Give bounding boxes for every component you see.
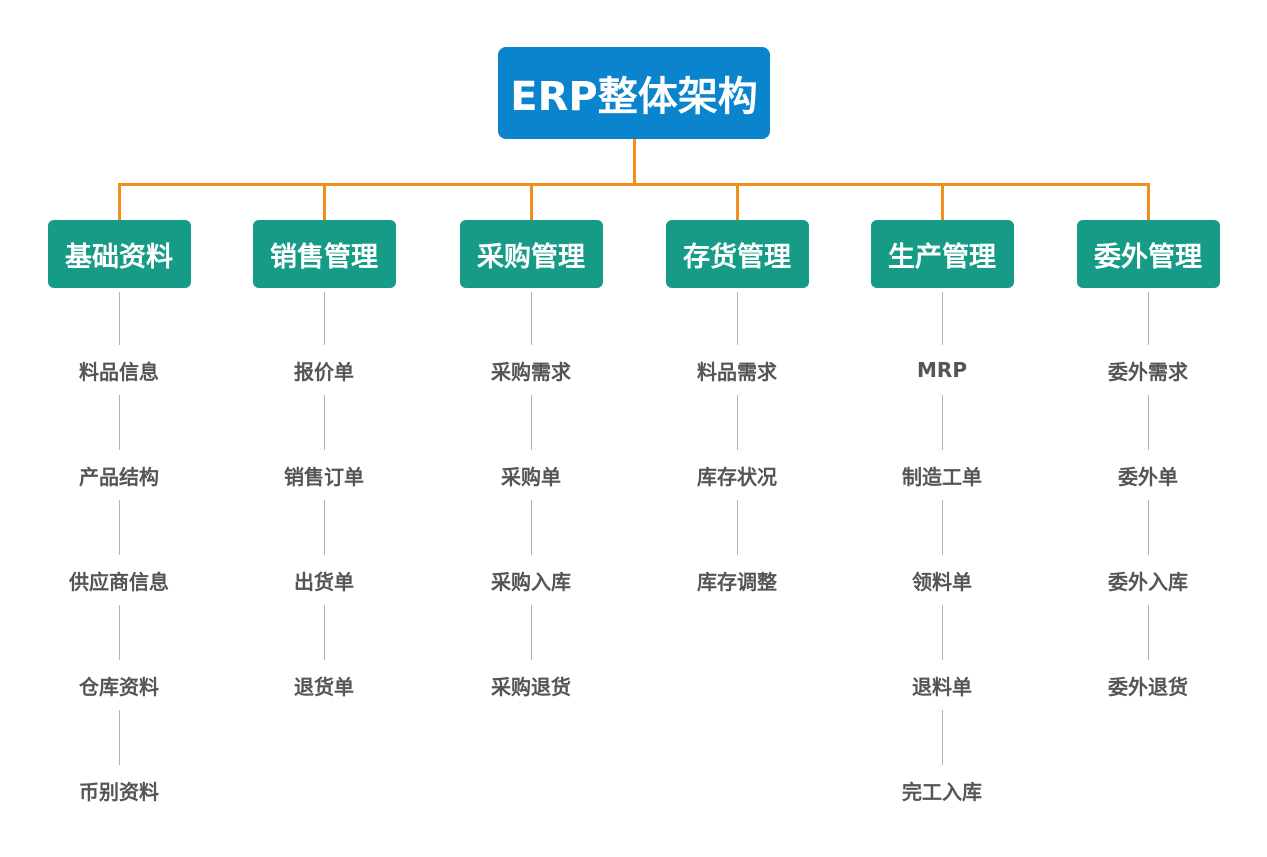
- item-connector-line: [942, 395, 943, 450]
- connector-drop-4: [941, 183, 944, 221]
- item-connector-line: [119, 500, 120, 555]
- item-connector-line: [324, 605, 325, 660]
- item-connector-line: [324, 395, 325, 450]
- category-label: 采购管理: [477, 241, 585, 273]
- list-item: 委外需求: [1108, 359, 1188, 384]
- list-item: 币别资料: [79, 779, 159, 804]
- connector-horizontal-bar: [118, 183, 1150, 186]
- category-node: 基础资料: [47, 220, 191, 288]
- list-item: 供应商信息: [69, 569, 169, 594]
- list-item: 料品信息: [79, 359, 159, 384]
- category-node: 存货管理: [665, 220, 809, 288]
- item-connector-line: [119, 395, 120, 450]
- item-connector-line: [531, 395, 532, 450]
- list-item: 库存状况: [697, 464, 777, 489]
- list-item: 销售订单: [284, 464, 364, 489]
- list-item: 报价单: [294, 359, 354, 384]
- item-connector-line: [119, 710, 120, 765]
- list-item: 产品结构: [79, 464, 159, 489]
- category-label: 委外管理: [1094, 241, 1202, 273]
- connector-drop-0: [118, 183, 121, 221]
- item-connector-line: [942, 292, 943, 345]
- item-connector-line: [942, 710, 943, 765]
- item-connector-line: [1148, 395, 1149, 450]
- category-label: 销售管理: [270, 241, 378, 273]
- item-connector-line: [1148, 605, 1149, 660]
- list-item: 仓库资料: [79, 674, 159, 699]
- list-item: 委外入库: [1108, 569, 1188, 594]
- item-connector-line: [942, 500, 943, 555]
- item-connector-line: [942, 605, 943, 660]
- list-item: 采购单: [501, 464, 561, 489]
- list-item: 退料单: [912, 674, 972, 699]
- item-connector-line: [1148, 500, 1149, 555]
- list-item: 库存调整: [697, 569, 777, 594]
- item-connector-line: [324, 500, 325, 555]
- item-connector-line: [737, 292, 738, 345]
- list-item: 退货单: [294, 674, 354, 699]
- category-label: 存货管理: [683, 241, 791, 273]
- item-connector-line: [1148, 292, 1149, 345]
- item-connector-line: [531, 500, 532, 555]
- connector-drop-5: [1147, 183, 1150, 221]
- list-item: 委外单: [1118, 464, 1178, 489]
- connector-drop-2: [530, 183, 533, 221]
- list-item: 委外退货: [1108, 674, 1188, 699]
- list-item: MRP: [917, 358, 967, 382]
- list-item: 采购退货: [491, 674, 571, 699]
- item-connector-line: [531, 292, 532, 345]
- list-item: 出货单: [294, 569, 354, 594]
- list-item: 料品需求: [697, 359, 777, 384]
- category-node: 生产管理: [870, 220, 1014, 288]
- category-label: 生产管理: [888, 241, 996, 273]
- root-title: ERP整体架构: [510, 74, 758, 120]
- root-node-erp: ERP整体架构: [498, 47, 770, 139]
- list-item: 采购入库: [491, 569, 571, 594]
- item-connector-line: [324, 292, 325, 345]
- connector-drop-1: [323, 183, 326, 221]
- category-node: 采购管理: [459, 220, 603, 288]
- list-item: 采购需求: [491, 359, 571, 384]
- item-connector-line: [737, 500, 738, 555]
- item-connector-line: [737, 395, 738, 450]
- category-label: 基础资料: [65, 241, 173, 273]
- item-connector-line: [119, 605, 120, 660]
- connector-drop-3: [736, 183, 739, 221]
- list-item: 制造工单: [902, 464, 982, 489]
- list-item: 领料单: [912, 569, 972, 594]
- list-item: 完工入库: [902, 779, 982, 804]
- category-node: 委外管理: [1076, 220, 1220, 288]
- category-node: 销售管理: [252, 220, 396, 288]
- item-connector-line: [531, 605, 532, 660]
- connector-root-stem: [633, 139, 636, 185]
- item-connector-line: [119, 292, 120, 345]
